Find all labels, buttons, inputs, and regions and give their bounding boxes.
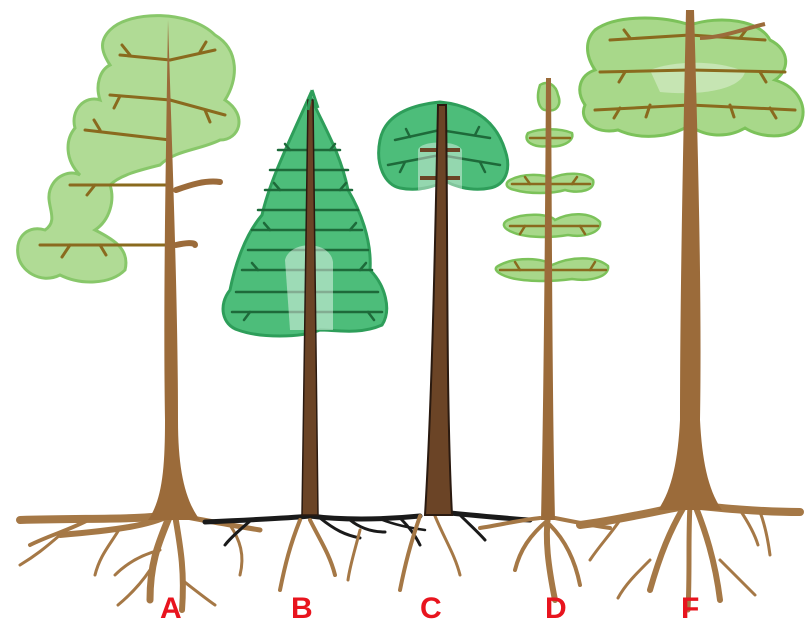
tree-c: [379, 102, 508, 515]
roots-under-b-c: [280, 516, 460, 590]
tree-c-label: C: [420, 592, 442, 624]
tree-f-label: F: [681, 592, 699, 624]
tree-a: [18, 16, 239, 520]
tree-d: [496, 78, 608, 520]
tree-b: [223, 90, 387, 515]
tree-d-label: D: [545, 592, 567, 624]
tree-a-label: A: [160, 592, 182, 624]
tree-f: [580, 10, 803, 510]
tree-d-branches: [500, 138, 606, 270]
roots-tree-a: [20, 515, 260, 610]
tree-b-label: B: [291, 592, 313, 624]
